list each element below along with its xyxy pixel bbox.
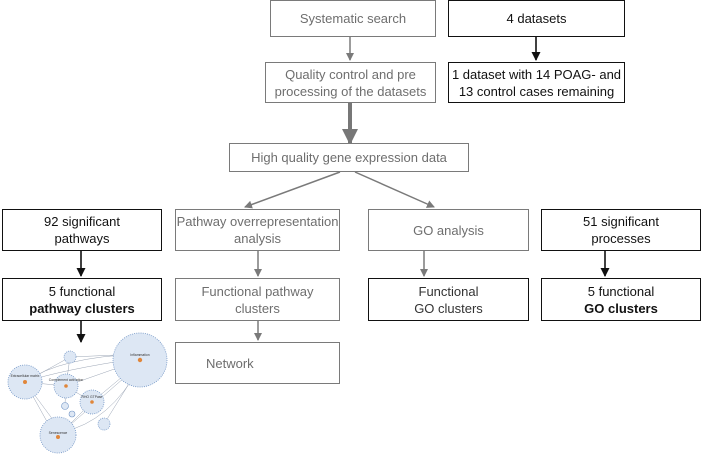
dataset-remaining-line-1: 1 dataset with 14 POAG- and	[451, 66, 622, 82]
dataset-remaining-box: 1 dataset with 14 POAG- and 13 control c…	[448, 62, 625, 103]
systematic-search-label: Systematic search	[299, 11, 407, 26]
go-analysis-label: GO analysis	[413, 222, 484, 238]
high-quality-data-box: High quality gene expression data	[229, 143, 469, 172]
network-box: Network	[175, 342, 340, 384]
node-label-complement-activation: Complement activation	[49, 378, 84, 382]
functional-pathway-clusters-box: Functional pathway clusters	[175, 278, 340, 321]
node-label-extracellular-matrix: Extracellular matrix	[11, 374, 40, 378]
go-analysis-box: GO analysis	[368, 209, 529, 251]
significant-processes-box: 51 significant processes	[541, 209, 701, 251]
node-cluster-complement-activation	[53, 373, 79, 399]
pathway-analysis-line-1: Pathway overrepresentation	[176, 214, 339, 229]
functional-go-clusters-bold-line-2: GO clusters	[584, 300, 658, 316]
node-cluster-small-mid	[61, 402, 76, 418]
significant-pathways-box: 92 significant pathways	[2, 209, 162, 251]
node-label-senescence: Senescence	[49, 431, 68, 435]
significant-pathways-line-2: pathways	[54, 231, 110, 246]
quality-control-line-1: Quality control and pre	[285, 66, 416, 82]
functional-pathway-clusters-line-2: clusters	[235, 300, 280, 316]
functional-pathway-clusters-bold-line-2: pathway clusters	[29, 300, 135, 316]
functional-pathway-clusters-bold-box: 5 functional pathway clusters	[2, 278, 162, 321]
functional-pathway-clusters-bold-line-1: 5 functional	[48, 283, 116, 299]
datasets-count-box: 4 datasets	[448, 0, 625, 37]
network-label: Network	[206, 355, 254, 371]
pathway-analysis-line-2: analysis	[234, 231, 281, 246]
network-image: Extracellular matrix Complement activati…	[7, 332, 168, 454]
node-label-rho-gtpase: RHO GTPase	[82, 395, 103, 399]
functional-go-clusters-box: Functional GO clusters	[368, 278, 529, 321]
node-cluster-senescence	[39, 416, 77, 454]
significant-processes-line-2: processes	[591, 231, 651, 246]
functional-go-clusters-bold-line-1: 5 functional	[587, 283, 655, 299]
node-cluster-inflammation	[112, 332, 168, 388]
arrow-hq-to-pathway-analysis	[244, 171, 341, 209]
datasets-count-label: 4 datasets	[506, 11, 567, 26]
pathway-analysis-box: Pathway overrepresentation analysis	[175, 209, 340, 251]
node-label-inflammation: Inflammation	[130, 353, 150, 357]
high-quality-data-label: High quality gene expression data	[251, 150, 447, 165]
functional-go-clusters-line-2: GO clusters	[414, 300, 483, 316]
node-cluster-extracellular-matrix	[7, 364, 43, 400]
node-cluster-rho-gtpase	[79, 389, 105, 415]
quality-control-line-2: processing of the datasets	[274, 83, 427, 99]
node-cluster-small-right	[97, 417, 111, 431]
quality-control-box: Quality control and pre processing of th…	[265, 62, 436, 103]
node-cluster-small-top	[63, 350, 77, 364]
systematic-search-box: Systematic search	[270, 0, 436, 37]
dataset-remaining-line-2: 13 control cases remaining	[458, 83, 615, 99]
functional-go-clusters-bold-box: 5 functional GO clusters	[541, 278, 701, 321]
functional-go-clusters-line-1: Functional	[418, 283, 479, 299]
arrow-hq-to-go-analysis	[354, 171, 435, 208]
significant-processes-line-1: 51 significant	[583, 214, 659, 229]
functional-pathway-clusters-line-1: Functional pathway	[201, 283, 314, 299]
significant-pathways-line-1: 92 significant	[44, 214, 120, 229]
